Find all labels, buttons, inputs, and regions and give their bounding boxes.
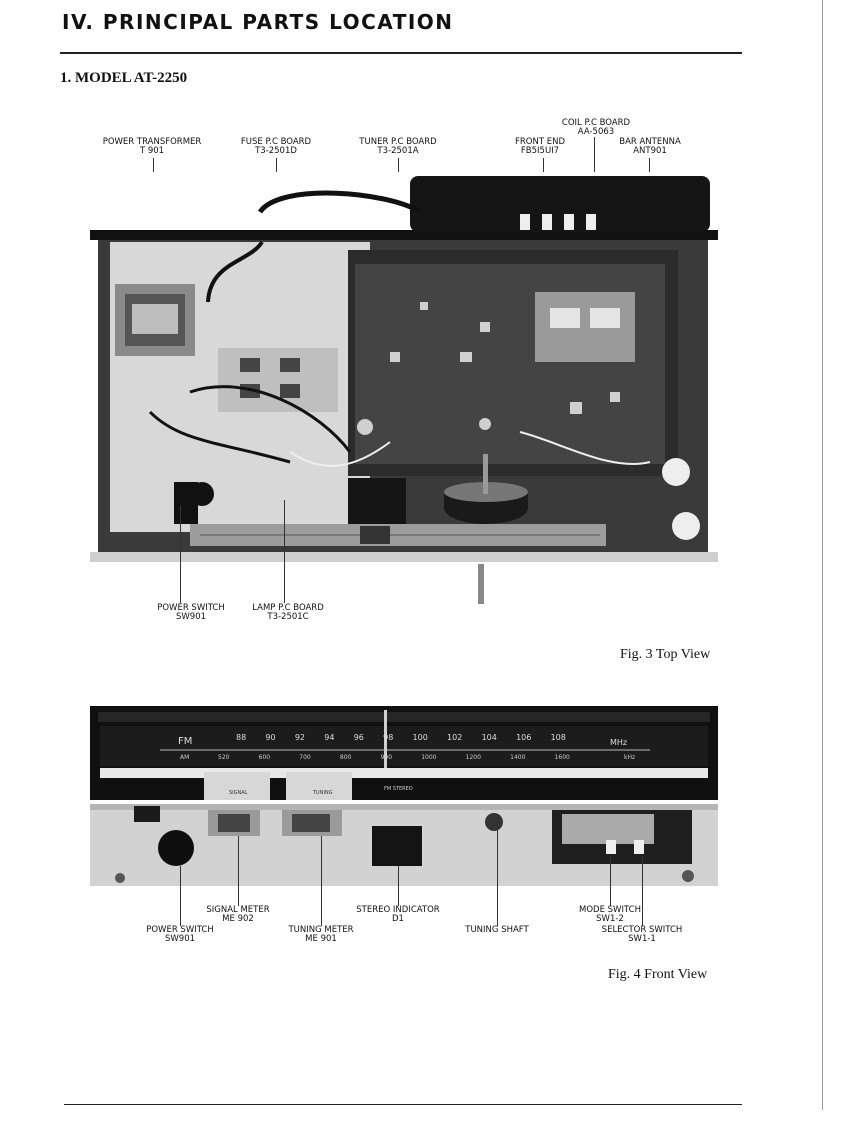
front-view-photo <box>90 706 720 890</box>
am-tick: 1600 <box>554 754 570 761</box>
meter-tuning-text: TUNING <box>313 790 333 796</box>
leader-power-switch-top <box>180 505 181 603</box>
fm-tick: 102 <box>447 733 463 742</box>
leader-signal-meter <box>238 836 239 906</box>
dial-am-ticks: 520 600 700 800 900 1000 1200 1400 1600 <box>218 754 570 761</box>
fm-tick: 90 <box>265 733 276 742</box>
top-view-photo <box>90 172 720 608</box>
leader-front-end <box>543 158 544 183</box>
am-tick: 600 <box>258 754 271 761</box>
fm-tick: 108 <box>550 733 566 742</box>
fm-tick: 100 <box>412 733 428 742</box>
am-tick: 800 <box>339 754 352 761</box>
leader-selector-switch <box>642 856 643 926</box>
fm-tick: 106 <box>516 733 532 742</box>
leader-bar-antenna <box>649 158 650 183</box>
fm-tick: 96 <box>353 733 364 742</box>
fig3-caption: Fig. 3 Top View <box>620 647 711 662</box>
dial-band-am: AM <box>180 754 190 761</box>
fig4-caption: Fig. 4 Front View <box>608 967 708 982</box>
page-heading: IV. PRINCIPAL PARTS LOCATION <box>62 10 454 34</box>
am-tick: 520 <box>218 754 230 761</box>
fm-tick: 88 <box>236 733 247 742</box>
dial-band-fm: FM <box>178 736 193 747</box>
fm-tick: 98 <box>383 733 394 742</box>
dial-unit-mhz: MHz <box>610 738 628 747</box>
label-tuning-shaft: TUNING SHAFT <box>465 925 529 935</box>
am-tick: 1200 <box>465 754 481 761</box>
leader-power-switch-front <box>180 866 181 926</box>
fm-tick: 104 <box>481 733 497 742</box>
leader-stereo-indicator <box>398 866 399 906</box>
leader-tuning-shaft <box>497 826 498 926</box>
margin-line <box>822 0 823 1110</box>
dial-fm-ticks: 88 90 92 94 96 98 100 102 104 106 108 <box>236 733 566 742</box>
am-tick: 700 <box>299 754 311 761</box>
am-tick: 1400 <box>510 754 526 761</box>
footer-rule <box>64 1104 742 1105</box>
am-tick: 900 <box>380 754 393 761</box>
header-rule <box>60 52 742 54</box>
leader-tuning-meter <box>321 836 322 926</box>
dial-unit-khz: kHz <box>624 754 636 761</box>
leader-coil-pc-board <box>594 137 595 183</box>
fm-tick: 92 <box>294 733 306 742</box>
leader-mode-switch <box>610 856 611 906</box>
am-tick: 1000 <box>421 754 437 761</box>
leader-lamp-pc-board <box>284 500 285 603</box>
section-title: 1. MODEL AT-2250 <box>60 70 188 86</box>
fm-tick: 94 <box>324 733 335 742</box>
meter-signal-text: SIGNAL <box>229 790 248 796</box>
stereo-text: FM STEREO <box>384 786 413 792</box>
